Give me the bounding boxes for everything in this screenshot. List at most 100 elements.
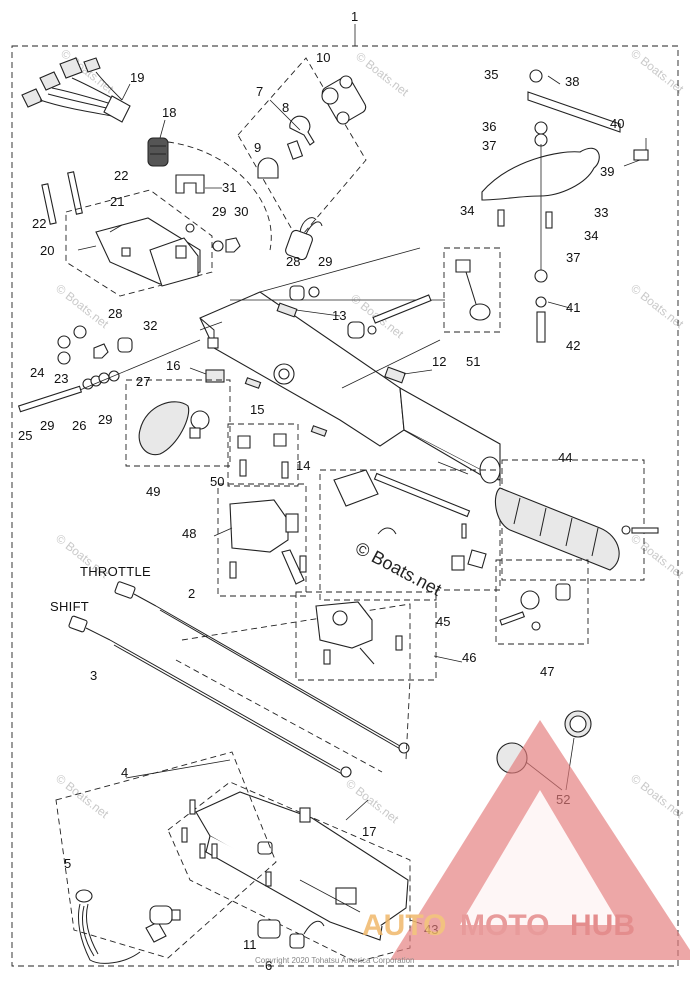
plate — [244, 377, 262, 389]
callout-34: 34 — [584, 228, 598, 243]
stop-bracket — [481, 69, 621, 201]
shift-cable — [109, 639, 352, 778]
callout-46: 46 — [462, 650, 476, 665]
callout-12: 12 — [432, 354, 446, 369]
brand-moto: MOTO — [460, 909, 549, 942]
callout-1: 1 — [351, 9, 358, 24]
callout-10: 10 — [316, 50, 330, 65]
brand-hub: HUB — [570, 909, 635, 942]
bushing — [347, 321, 365, 339]
friction-adjuster — [499, 583, 571, 631]
callout-19: 19 — [130, 70, 144, 85]
washer — [212, 240, 224, 252]
callout-35: 35 — [484, 67, 498, 82]
group-4-boundary — [55, 751, 277, 959]
stud-bolts — [41, 171, 83, 225]
lower-case — [195, 791, 409, 941]
friction-piece — [455, 259, 491, 321]
washer — [534, 269, 548, 283]
callout-37: 37 — [482, 138, 496, 153]
plate — [384, 366, 406, 384]
callout-38: 38 — [565, 74, 579, 89]
callout-24: 24 — [30, 365, 44, 380]
shift-lever — [138, 401, 210, 456]
callout-28: 28 — [286, 254, 300, 269]
brand-auto: AUTO — [362, 909, 446, 942]
stopper-block — [633, 149, 649, 161]
callout-30: 30 — [234, 204, 248, 219]
callout-36: 36 — [482, 119, 496, 134]
clamp — [175, 174, 205, 233]
watermark: © Boats.net — [343, 776, 402, 826]
group-47-boundary — [495, 559, 589, 645]
nut — [225, 237, 241, 253]
callout-13: 13 — [332, 308, 346, 323]
throttle-label: THROTTLE — [80, 564, 151, 579]
callout-9: 9 — [254, 140, 261, 155]
callout-44: 44 — [558, 450, 572, 465]
brand-logo: AUTO MOTO HUB — [362, 720, 690, 960]
washer — [535, 296, 547, 308]
leader-lines — [77, 75, 641, 925]
plate — [205, 369, 225, 383]
shift-label: SHIFT — [50, 599, 89, 614]
callout-41: 41 — [566, 300, 580, 315]
callout-23: 23 — [54, 371, 68, 386]
cable-path-boundary — [175, 659, 383, 773]
callout-22: 22 — [114, 168, 128, 183]
adjust-bolt — [536, 311, 546, 343]
callout-42: 42 — [566, 338, 580, 353]
callout-4: 4 — [121, 765, 128, 780]
throttle-link — [229, 499, 307, 585]
callout-26: 26 — [72, 418, 86, 433]
switch-knob — [257, 157, 279, 179]
tiller-handle-body — [199, 291, 501, 484]
bracket-group-boundary — [65, 189, 213, 297]
callout-29: 29 — [318, 254, 332, 269]
key — [286, 115, 315, 160]
callout-39: 39 — [600, 164, 614, 179]
copyright-text: Copyright 2020 Tohatsu America Corporati… — [255, 956, 415, 965]
callout-17: 17 — [362, 824, 376, 839]
group-46-boundary — [295, 591, 437, 681]
callout-7: 7 — [256, 84, 263, 99]
plate — [310, 425, 328, 437]
callout-28: 28 — [108, 306, 122, 321]
callout-21: 21 — [110, 194, 124, 209]
washer — [308, 286, 320, 298]
screws — [181, 799, 272, 887]
callout-6: 6 — [265, 958, 272, 973]
callout-37: 37 — [566, 250, 580, 265]
callout-50: 50 — [210, 474, 224, 489]
left-washers — [57, 325, 133, 365]
assembly-boundary — [11, 45, 679, 967]
callout-29: 29 — [98, 412, 112, 427]
callout-48: 48 — [182, 526, 196, 541]
callout-25: 25 — [18, 428, 32, 443]
callout-49: 49 — [146, 484, 160, 499]
callout-16: 16 — [166, 358, 180, 373]
callout-20: 20 — [40, 243, 54, 258]
long-bolt — [372, 294, 432, 324]
throttle-shaft — [333, 469, 487, 571]
brand-triangle-inner — [460, 790, 620, 925]
callout-15: 15 — [250, 402, 264, 417]
callout-27: 27 — [136, 374, 150, 389]
dashed-guide — [167, 141, 272, 251]
stop-lanyard — [75, 889, 167, 964]
watermark: © Boats.net — [53, 771, 112, 821]
mounting-bracket — [95, 217, 201, 287]
group-45-boundary — [319, 469, 501, 601]
callout-45: 45 — [436, 614, 450, 629]
shift-cable-end — [68, 615, 111, 641]
watermark: © Boats.net — [353, 49, 412, 99]
key-switch-group-boundary — [237, 57, 367, 241]
callout-29: 29 — [40, 418, 54, 433]
pivot-bolt — [17, 370, 120, 413]
grommet — [147, 137, 169, 167]
group-50-boundary — [227, 423, 299, 487]
callout-2: 2 — [188, 586, 195, 601]
bolt — [545, 211, 553, 229]
callout-14: 14 — [296, 458, 310, 473]
